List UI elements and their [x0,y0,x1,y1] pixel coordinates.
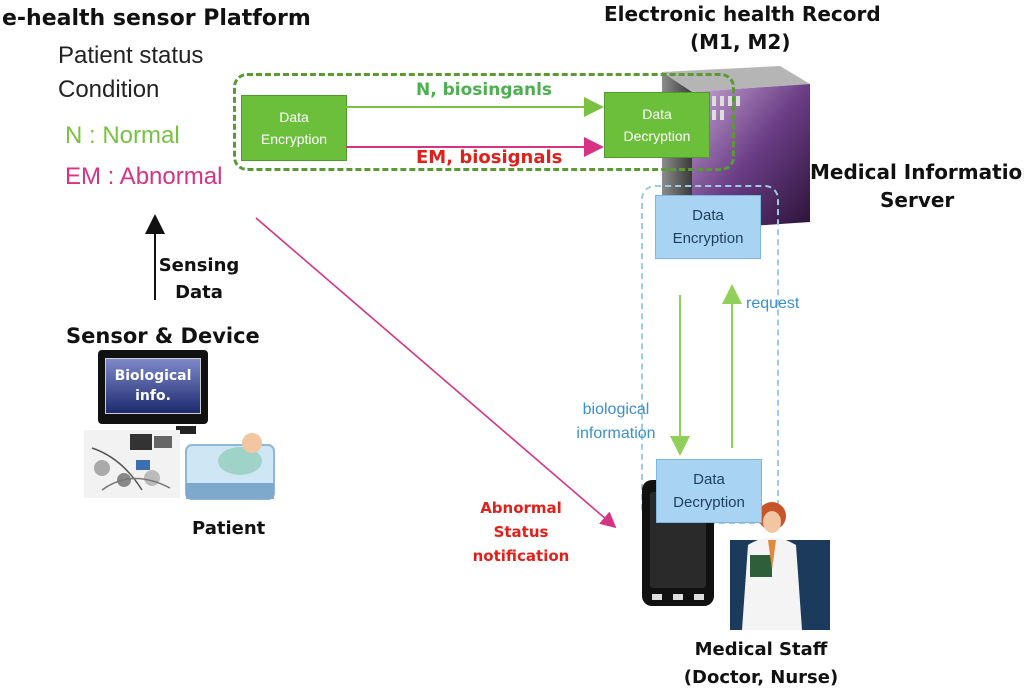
biological-information-label: biological information [566,398,666,446]
patient-status-label: Patient status [58,42,204,69]
sensing-data-line1: Sensing [158,255,240,276]
abnormal-notification-line3: notification [472,547,570,565]
abnormal-condition-label: EM : Abnormal [65,163,223,190]
biological-information-line2: information [576,425,656,442]
monitor-stand [176,426,196,434]
ehr-title: Electronic health Record [604,2,881,26]
monitor-text-line2: info. [135,388,171,404]
medical-staff-line1: Medical Staff [694,639,828,660]
abnormal-notification-label: Abnormal Status notification [466,496,576,568]
abnormal-notification-arrow [255,217,617,529]
normal-flow-label: N, biosinganls [416,80,553,100]
request-label: request [746,295,800,312]
server-encryption-box: Data Encryption [655,195,761,259]
staff-decryption-line1: Data [693,471,725,488]
monitor-screen: Biological info. [105,358,201,414]
staff-decryption-line2: Decryption [673,494,745,511]
sensor-devices-icon [84,430,180,498]
sensing-data-label: Sensing Data [154,252,244,306]
condition-label: Condition [58,76,160,103]
data-encryption-box: Data Encryption [241,95,347,161]
doctor-icon [730,502,830,630]
platform-title: e-health sensor Platform [2,6,311,31]
ehr-subtitle: (M1, M2) [690,30,791,54]
medical-staff-label: Medical Staff (Doctor, Nurse) [676,636,846,692]
normal-condition-label: N : Normal [65,122,180,149]
server-encryption-line1: Data [692,207,724,224]
patient-label: Patient [192,518,266,539]
abnormal-notification-line2: Status [493,523,549,541]
data-decryption-line1: Data [642,106,672,122]
server-encryption-line2: Encryption [672,230,744,247]
sensing-data-line2: Data [175,282,223,303]
biological-information-line1: biological [582,401,650,418]
data-decryption-line2: Decryption [623,128,691,144]
staff-decryption-box: Data Decryption [656,459,762,523]
abnormal-notification-line1: Abnormal [480,499,562,517]
patient-crib-icon [185,433,275,500]
data-decryption-box: Data Decryption [604,92,710,158]
data-encryption-line1: Data [279,109,309,125]
sensor-device-title: Sensor & Device [66,324,260,348]
data-encryption-line2: Encryption [260,131,328,147]
monitor-text-line1: Biological [114,368,192,384]
server-label-line2: Server [880,188,955,212]
medical-staff-line2: (Doctor, Nurse) [683,667,839,688]
abnormal-flow-label: EM, biosignals [416,147,563,168]
secure-transmission-region [233,73,735,171]
monitor-icon: Biological info. [98,350,208,424]
server-label-line1: Medical Information [810,160,1024,184]
